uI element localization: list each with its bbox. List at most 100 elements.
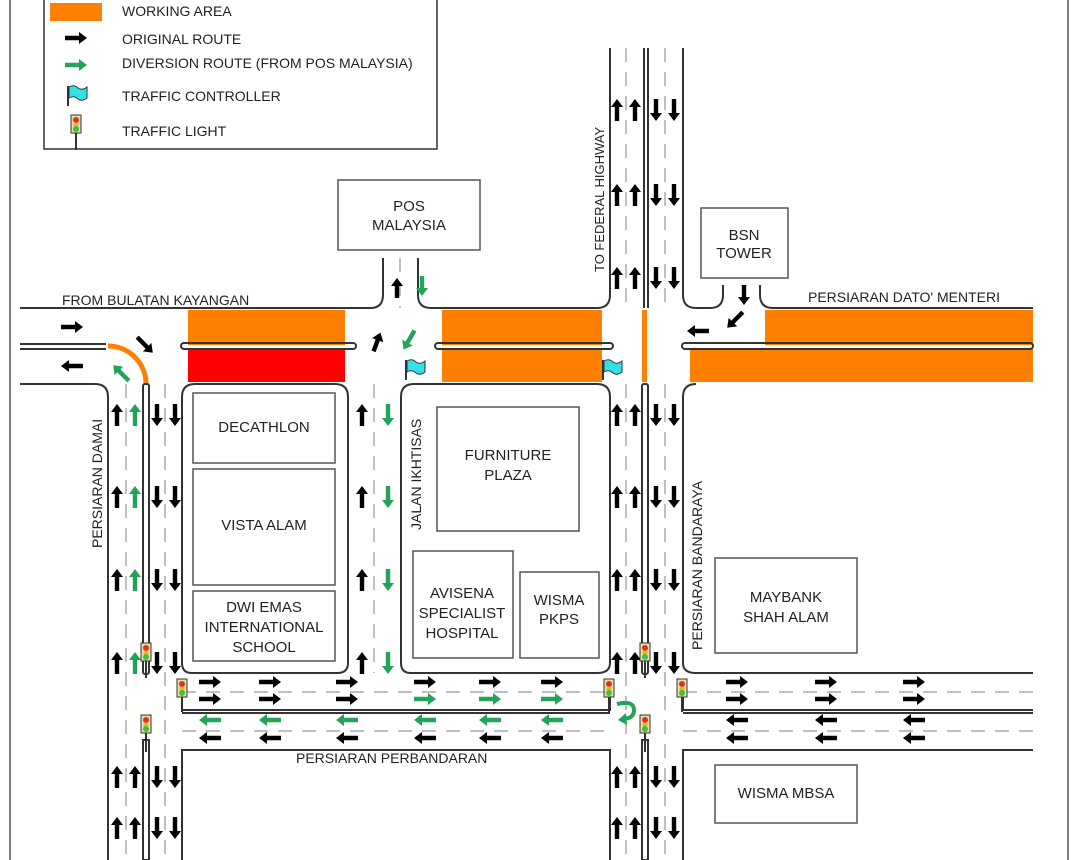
original-route-arrow <box>668 766 680 788</box>
road-label-jalan-ikhtisas: JALAN IKHTISAS <box>408 419 424 530</box>
original-route-arrow <box>726 693 748 705</box>
original-route-arrow <box>727 310 745 328</box>
original-route-arrow <box>111 486 123 508</box>
maybank-label: MAYBANK <box>750 589 822 606</box>
working-area <box>188 310 345 345</box>
original-route-arrow <box>687 325 709 337</box>
pos-malaysia-building <box>337 179 481 251</box>
original-route-arrow <box>650 267 662 289</box>
original-route-arrow <box>726 732 748 744</box>
original-route-arrow <box>336 732 358 744</box>
avisena-label: SPECIALIST <box>419 605 506 622</box>
diversion-route-arrow <box>129 652 141 674</box>
original-route-arrow <box>199 732 221 744</box>
original-route-arrow <box>336 693 358 705</box>
pos-malaysia-label: POS <box>393 198 425 215</box>
original-route-arrow <box>135 335 153 353</box>
original-route-arrow <box>151 569 163 591</box>
legend-diversion-route: DIVERSION ROUTE (FROM POS MALAYSIA) <box>122 55 413 71</box>
original-route-arrow <box>903 732 925 744</box>
original-route-arrow <box>199 676 221 688</box>
original-route-arrow <box>111 766 123 788</box>
original-route-arrow-icon <box>65 32 87 44</box>
traffic-controller-flag-icon <box>602 359 623 380</box>
original-route-arrow <box>611 99 623 121</box>
original-route-arrow <box>650 404 662 426</box>
original-route-arrow <box>356 404 368 426</box>
traffic-light-icon <box>176 678 188 712</box>
original-route-arrow <box>668 486 680 508</box>
original-route-arrow <box>541 676 563 688</box>
diversion-route-arrow <box>382 404 394 426</box>
original-route-arrow <box>129 817 141 839</box>
original-route-arrow <box>169 766 181 788</box>
original-route-arrow <box>414 676 436 688</box>
diversion-route-arrow <box>129 569 141 591</box>
original-route-arrow <box>629 184 641 206</box>
original-route-arrow <box>650 766 662 788</box>
vista-alam-label: VISTA ALAM <box>221 517 307 534</box>
original-route-arrow <box>668 184 680 206</box>
original-route-arrow <box>169 486 181 508</box>
original-route-arrow <box>629 486 641 508</box>
original-route-arrow <box>650 486 662 508</box>
original-route-arrow <box>815 732 837 744</box>
traffic-light-icon <box>639 642 651 678</box>
diversion-route-arrow <box>129 486 141 508</box>
wisma-pkps-label: WISMA <box>534 592 585 609</box>
maybank-label: SHAH ALAM <box>743 609 829 626</box>
original-route-arrow <box>169 817 181 839</box>
original-route-arrow <box>129 766 141 788</box>
original-route-arrow <box>151 652 163 674</box>
original-route-arrow <box>611 652 623 674</box>
road-label-to-federal-highway: TO FEDERAL HIGHWAY <box>592 126 607 272</box>
original-route-arrow <box>259 676 281 688</box>
diversion-route-arrow <box>336 714 358 726</box>
original-route-arrow <box>650 569 662 591</box>
original-route-arrow <box>611 267 623 289</box>
original-route-arrow <box>479 732 501 744</box>
furniture-plaza-building <box>436 406 580 532</box>
decathlon-building <box>192 392 336 464</box>
avisena-label: HOSPITAL <box>425 625 498 642</box>
road-label-from-bulatan-kayangan: FROM BULATAN KAYANGAN <box>62 292 249 308</box>
original-route-arrow <box>903 693 925 705</box>
original-route-arrow <box>169 569 181 591</box>
original-route-arrow <box>611 404 623 426</box>
legend-working-area: WORKING AREA <box>122 3 232 19</box>
buildings <box>192 179 858 824</box>
original-route-arrow <box>371 332 384 353</box>
wisma-mbsa-building <box>714 764 858 824</box>
route-arrows <box>61 99 925 839</box>
working-area-curve <box>107 343 149 385</box>
original-route-arrow <box>903 714 925 726</box>
diversion-route-arrow <box>479 693 501 705</box>
working-area-swatch-icon <box>50 3 102 21</box>
working-area <box>442 348 602 382</box>
decathlon-label: DECATHLON <box>218 419 309 436</box>
working-area <box>642 310 647 382</box>
road-label-persiaran-bandaraya: PERSIARAN BANDARAYA <box>689 480 705 650</box>
maybank-building <box>714 557 858 654</box>
original-route-arrow <box>650 99 662 121</box>
traffic-controller-flag-icon <box>67 85 88 106</box>
original-route-arrow <box>111 817 123 839</box>
original-route-arrow <box>259 693 281 705</box>
diversion-route-arrow <box>541 693 563 705</box>
original-route-arrow <box>611 569 623 591</box>
original-route-arrow <box>259 732 281 744</box>
furniture-plaza-label: PLAZA <box>484 467 532 484</box>
dwi-emas-label: DWI EMAS <box>226 599 302 616</box>
diversion-route-arrow <box>129 404 141 426</box>
original-route-arrow <box>336 676 358 688</box>
original-route-arrow <box>738 285 750 305</box>
avisena-building <box>412 550 514 659</box>
original-route-arrow <box>391 278 403 298</box>
original-route-arrow <box>151 766 163 788</box>
building-labels: POS MALAYSIA BSN TOWER DECATHLON VISTA A… <box>205 198 835 802</box>
legend-original-route: ORIGINAL ROUTE <box>122 31 241 47</box>
working-area <box>690 348 1033 382</box>
original-route-arrow <box>169 652 181 674</box>
original-route-arrow <box>629 99 641 121</box>
